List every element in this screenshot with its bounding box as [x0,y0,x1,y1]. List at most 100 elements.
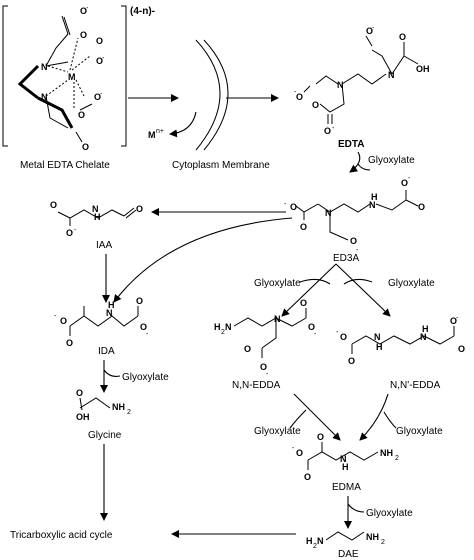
ida-structure: O - O N H O O - IDA [54,296,149,357]
svg-text:N: N [388,70,395,80]
svg-text:O: O [401,178,408,188]
membrane-arc-2 [203,39,229,151]
svg-text:2: 2 [381,539,385,546]
svg-text:H: H [108,300,115,310]
left-bracket [2,5,8,147]
arm-2 [45,61,69,67]
svg-text:O: O [94,92,101,102]
arm-3b [49,117,69,129]
membrane-arc-1 [195,39,221,151]
svg-text:-: - [86,5,89,12]
svg-text:N: N [374,332,381,342]
svg-text:O: O [96,36,103,46]
lower-arm [37,96,74,129]
svg-text:N: N [92,204,99,214]
svg-text:-: - [292,445,295,452]
svg-text:O: O [399,32,406,42]
carbonyl-top [61,15,69,35]
ed3a-to-nnp-edda-arrow [335,263,391,317]
svg-text:-: - [332,125,335,132]
svg-text:N: N [41,92,48,102]
svg-text:-: - [100,91,103,98]
svg-text:NH: NH [380,448,393,458]
svg-text:O: O [324,126,331,136]
tca-label: Tricarboxylic acid cycle [10,530,113,541]
svg-text:O: O [350,236,357,246]
svg-text:H: H [94,212,101,222]
ed3a-label: ED3A [333,253,359,264]
cytoplasm-membrane: Cytoplasm Membrane [172,39,270,171]
ed3a-to-nn-edda-arrow [281,263,337,317]
svg-text:-: - [408,175,411,182]
svg-text:N: N [340,454,347,464]
glycine-label: Glycine [88,430,122,441]
metal-center-label: M [68,72,76,82]
svg-text:O: O [60,316,67,326]
svg-text:-: - [284,201,287,208]
svg-text:O: O [260,362,267,372]
svg-text:O: O [308,322,315,332]
nnp-edda-label: N,N'-EDDA [390,380,441,391]
svg-text:O: O [290,202,297,212]
glyoxylate-label-3: Glyoxylate [254,426,301,437]
svg-text:N: N [325,208,332,218]
svg-text:O: O [366,26,373,36]
svg-text:O: O [78,110,85,120]
iaa-label: IAA [96,240,112,251]
glyoxylate-label-4: Glyoxylate [396,426,443,437]
svg-text:-: - [146,331,149,338]
svg-text:-: - [54,313,57,320]
svg-text:N: N [420,332,427,342]
svg-text:N: N [337,80,344,90]
svg-text:-: - [102,55,105,62]
nn-edda-to-edma-arrow [293,393,341,441]
edma-structure: O - O O N H NH 2 EDMA [292,432,399,493]
edta-to-ed3a-arrow [349,151,361,173]
iaa-structure: O O - N H O IAA [50,200,143,251]
svg-text:2: 2 [313,543,317,550]
svg-text:O: O [50,200,57,210]
svg-text:H: H [214,322,221,332]
svg-text:-: - [74,227,77,234]
glyoxylate-label-left: Glyoxylate [254,278,301,289]
svg-text:n+: n+ [156,128,164,135]
right-bracket [121,5,127,147]
membrane-label: Cytoplasm Membrane [172,160,270,171]
upper-arm [45,33,69,67]
ida-label: IDA [98,346,115,357]
svg-text:N: N [369,200,376,210]
ed3a-structure: N N H O - O O O - O - ED3A [284,175,425,264]
svg-text:O: O [317,432,324,442]
edma-label: EDMA [332,482,361,493]
svg-text:-: - [336,329,339,336]
metal-edta-chelate: (4-n)- N N M O - O O O - O - O O Metal E… [2,5,155,171]
svg-text:O: O [450,316,457,326]
svg-text:O: O [418,202,425,212]
svg-text:NH: NH [366,532,379,542]
svg-text:H: H [306,536,313,546]
glycine-structure: O OH NH 2 Glycine [76,388,131,441]
svg-text:O: O [296,448,303,458]
svg-text:N: N [317,536,324,546]
dae-structure: H 2 N NH 2 DAE [306,531,385,560]
svg-text:O: O [304,472,311,482]
metal-ion: M n+ [148,111,197,140]
svg-text:O: O [96,56,103,66]
svg-text:O: O [66,338,73,348]
svg-text:-: - [294,89,297,96]
svg-text:N: N [41,62,48,72]
glyoxylate-label-5: Glyoxylate [366,508,413,519]
nnp-edda-to-edma-arrow [359,393,389,441]
charge-label: (4-n)- [130,6,155,17]
svg-text:O: O [348,356,355,366]
svg-text:O: O [80,6,87,16]
svg-text:O: O [136,296,143,306]
svg-text:O: O [458,344,465,354]
edta-structure: N N O - O OH O - O O - EDTA [294,25,430,150]
svg-text:O: O [140,322,147,332]
nn-edda-label: N,N-EDDA [232,380,281,391]
svg-text:O: O [296,92,303,102]
svg-text:N: N [225,322,232,332]
glyoxylate-label-right: Glyoxylate [388,278,435,289]
